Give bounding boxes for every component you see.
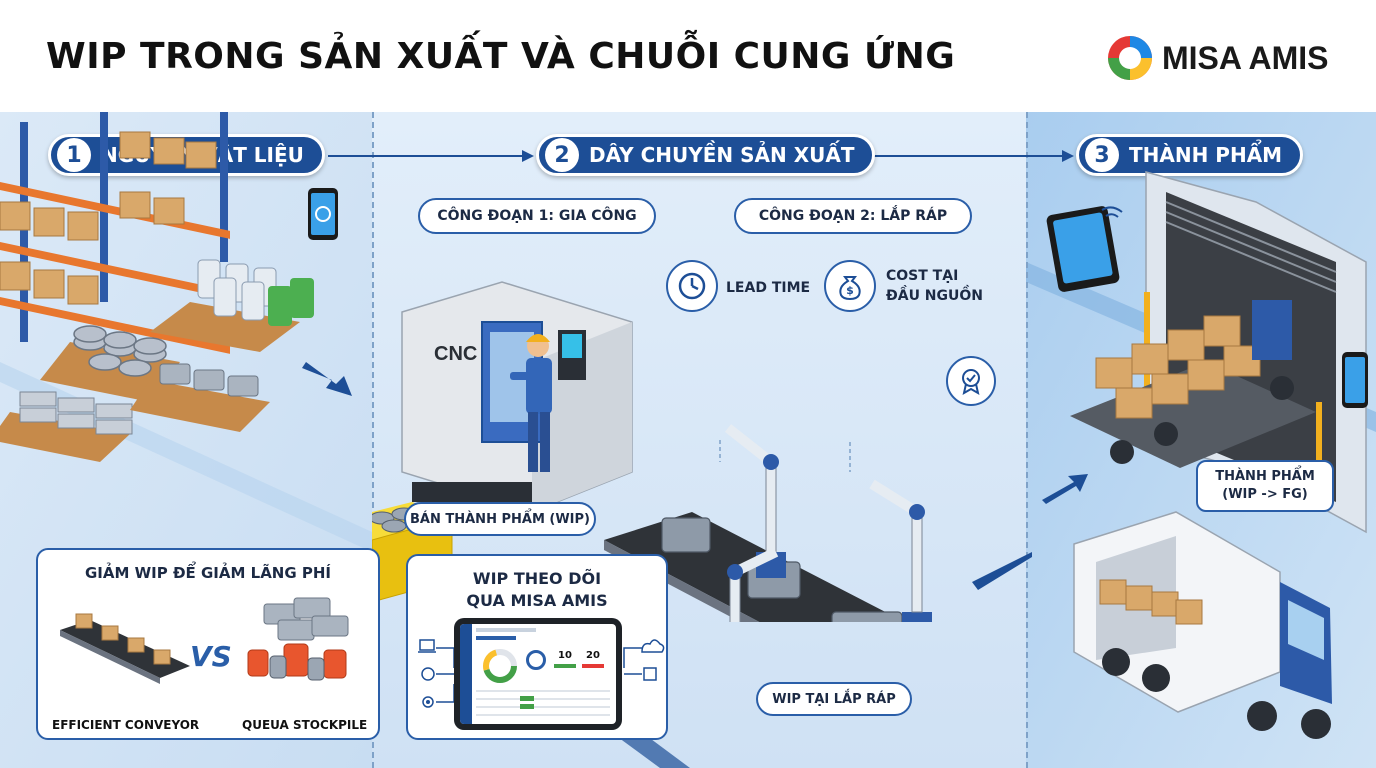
wip-tracking-card: WIP THEO DÕI QUA MISA AMIS xyxy=(406,554,668,740)
dashboard-table-row xyxy=(476,698,610,700)
efficient-conveyor-caption: EFFICIENT CONVEYOR xyxy=(52,718,200,732)
brand-logo: MISA AMIS xyxy=(1106,34,1329,82)
wireless-tablet-icon xyxy=(1046,206,1123,292)
cost-label-line2: ĐẦU NGUỒN xyxy=(886,288,984,304)
reduce-wip-card: GIẢM WIP ĐỂ GIẢM LÃNG PHÍ VS EFFICIENT xyxy=(36,548,380,740)
delivery-truck xyxy=(1073,511,1332,739)
raw-materials-warehouse xyxy=(0,112,352,462)
step-machining-label: CÔNG ĐOẠN 1: GIA CÔNG xyxy=(418,198,656,234)
wip-tracking-title-line2: QUA MISA AMIS xyxy=(466,591,608,610)
cloud-icon xyxy=(641,639,665,653)
lead-time-label: LEAD TIME xyxy=(726,280,811,296)
dashboard-table-row xyxy=(476,706,610,708)
wip-tracking-title: WIP THEO DÕI QUA MISA AMIS xyxy=(408,568,666,612)
dashboard-tablet: 10 20 xyxy=(454,618,622,730)
chip-icon xyxy=(643,667,657,681)
stage-production-line: 2 DÂY CHUYỀN SẢN XUẤT xyxy=(536,134,876,176)
gear-icon xyxy=(422,696,434,708)
versus-label: VS xyxy=(190,640,232,673)
stage-number: 2 xyxy=(545,138,579,172)
finished-goods-illustration xyxy=(1042,171,1368,739)
robot-arm xyxy=(869,479,932,622)
svg-text:$: $ xyxy=(846,284,854,297)
laptop-icon xyxy=(418,639,436,653)
metal-ingots-pallet xyxy=(0,391,133,462)
warehouse-shelf xyxy=(0,112,230,354)
lead-time-icon xyxy=(666,260,718,312)
stage-flow-arrows xyxy=(328,150,1074,162)
production-line-illustration: CNC xyxy=(372,281,1032,622)
dashboard-status-tag xyxy=(520,704,534,709)
clock-icon xyxy=(678,272,706,300)
misa-logo-icon xyxy=(1108,36,1152,80)
reduce-wip-title: GIẢM WIP ĐỂ GIẢM LÃNG PHÍ xyxy=(84,564,332,582)
cnc-machine xyxy=(401,281,633,513)
barrels-pallet xyxy=(150,259,314,352)
cost-label: COST TẠI ĐẦU NGUỒN xyxy=(886,266,983,306)
stockpile-illustration xyxy=(247,597,349,681)
money-bag-icon: $ xyxy=(839,276,861,301)
dashboard-value-1: 10 xyxy=(558,650,572,661)
network-icon xyxy=(421,667,435,681)
tablet-icon xyxy=(308,188,338,240)
dashboard-indicator xyxy=(526,650,546,670)
stage-label: THÀNH PHẨM xyxy=(1129,143,1283,167)
dashboard-table-row xyxy=(476,690,610,692)
cnc-label: CNC xyxy=(434,343,477,365)
step-assembly-label: CÔNG ĐOẠN 2: LẮP RÁP xyxy=(734,198,972,234)
dashboard-tab xyxy=(476,636,516,640)
panel-divider xyxy=(1026,112,1028,768)
cost-label-line1: COST TẠI xyxy=(886,268,959,284)
brand-name: MISA AMIS xyxy=(1162,39,1329,76)
loaded-truck xyxy=(1070,300,1316,468)
dashboard-status-bar xyxy=(554,664,576,668)
panel-divider xyxy=(372,112,374,768)
wip-assembly-label: WIP TẠI LẮP RÁP xyxy=(756,682,912,716)
finished-goods-label-line2: (WIP -> FG) xyxy=(1222,487,1308,502)
dashboard-header-bar xyxy=(476,628,536,632)
award-ribbon-icon xyxy=(962,369,980,395)
finished-goods-label: THÀNH PHẨM (WIP -> FG) xyxy=(1196,460,1334,512)
stage-number: 1 xyxy=(57,138,91,172)
page-title: WIP TRONG SẢN XUẤT VÀ CHUỖI CUNG ỨNG xyxy=(46,36,956,77)
metal-rings-pallet xyxy=(40,325,180,402)
worker-figure xyxy=(510,334,552,472)
dashboard-status-tag xyxy=(520,696,534,701)
process-scene: 1 NGUYÊN VẬT LIỆU 2 DÂY CHUYỀN SẢN XUẤT … xyxy=(0,112,1376,768)
quality-badge-icon xyxy=(946,356,996,406)
dashboard-value-2: 20 xyxy=(586,650,600,661)
dashboard-status-bar xyxy=(582,664,604,668)
robot-arm xyxy=(727,547,779,622)
semi-finished-label: BÁN THÀNH PHẨM (WIP) xyxy=(404,502,596,536)
header: WIP TRONG SẢN XUẤT VÀ CHUỖI CUNG ỨNG MIS… xyxy=(0,0,1376,112)
cost-icon: $ xyxy=(824,260,876,312)
metal-parts-pallet xyxy=(130,363,270,432)
dashboard-table-row xyxy=(476,714,610,716)
dashboard-screen: 10 20 xyxy=(460,624,616,724)
efficient-conveyor-illustration xyxy=(60,613,190,684)
stage-finished-goods: 3 THÀNH PHẨM xyxy=(1076,134,1304,176)
finished-goods-label-line1: THÀNH PHẨM xyxy=(1215,469,1315,484)
stage-number: 3 xyxy=(1085,138,1119,172)
dashboard-gauge xyxy=(483,649,517,683)
wip-tracking-title-line1: WIP THEO DÕI xyxy=(472,569,602,588)
phone-icon xyxy=(1342,352,1368,408)
stockpile-caption: QUEUA STOCKPILE xyxy=(242,718,368,732)
stage-label: DÂY CHUYỀN SẢN XUẤT xyxy=(589,143,855,167)
dashboard-sidebar xyxy=(460,624,472,724)
